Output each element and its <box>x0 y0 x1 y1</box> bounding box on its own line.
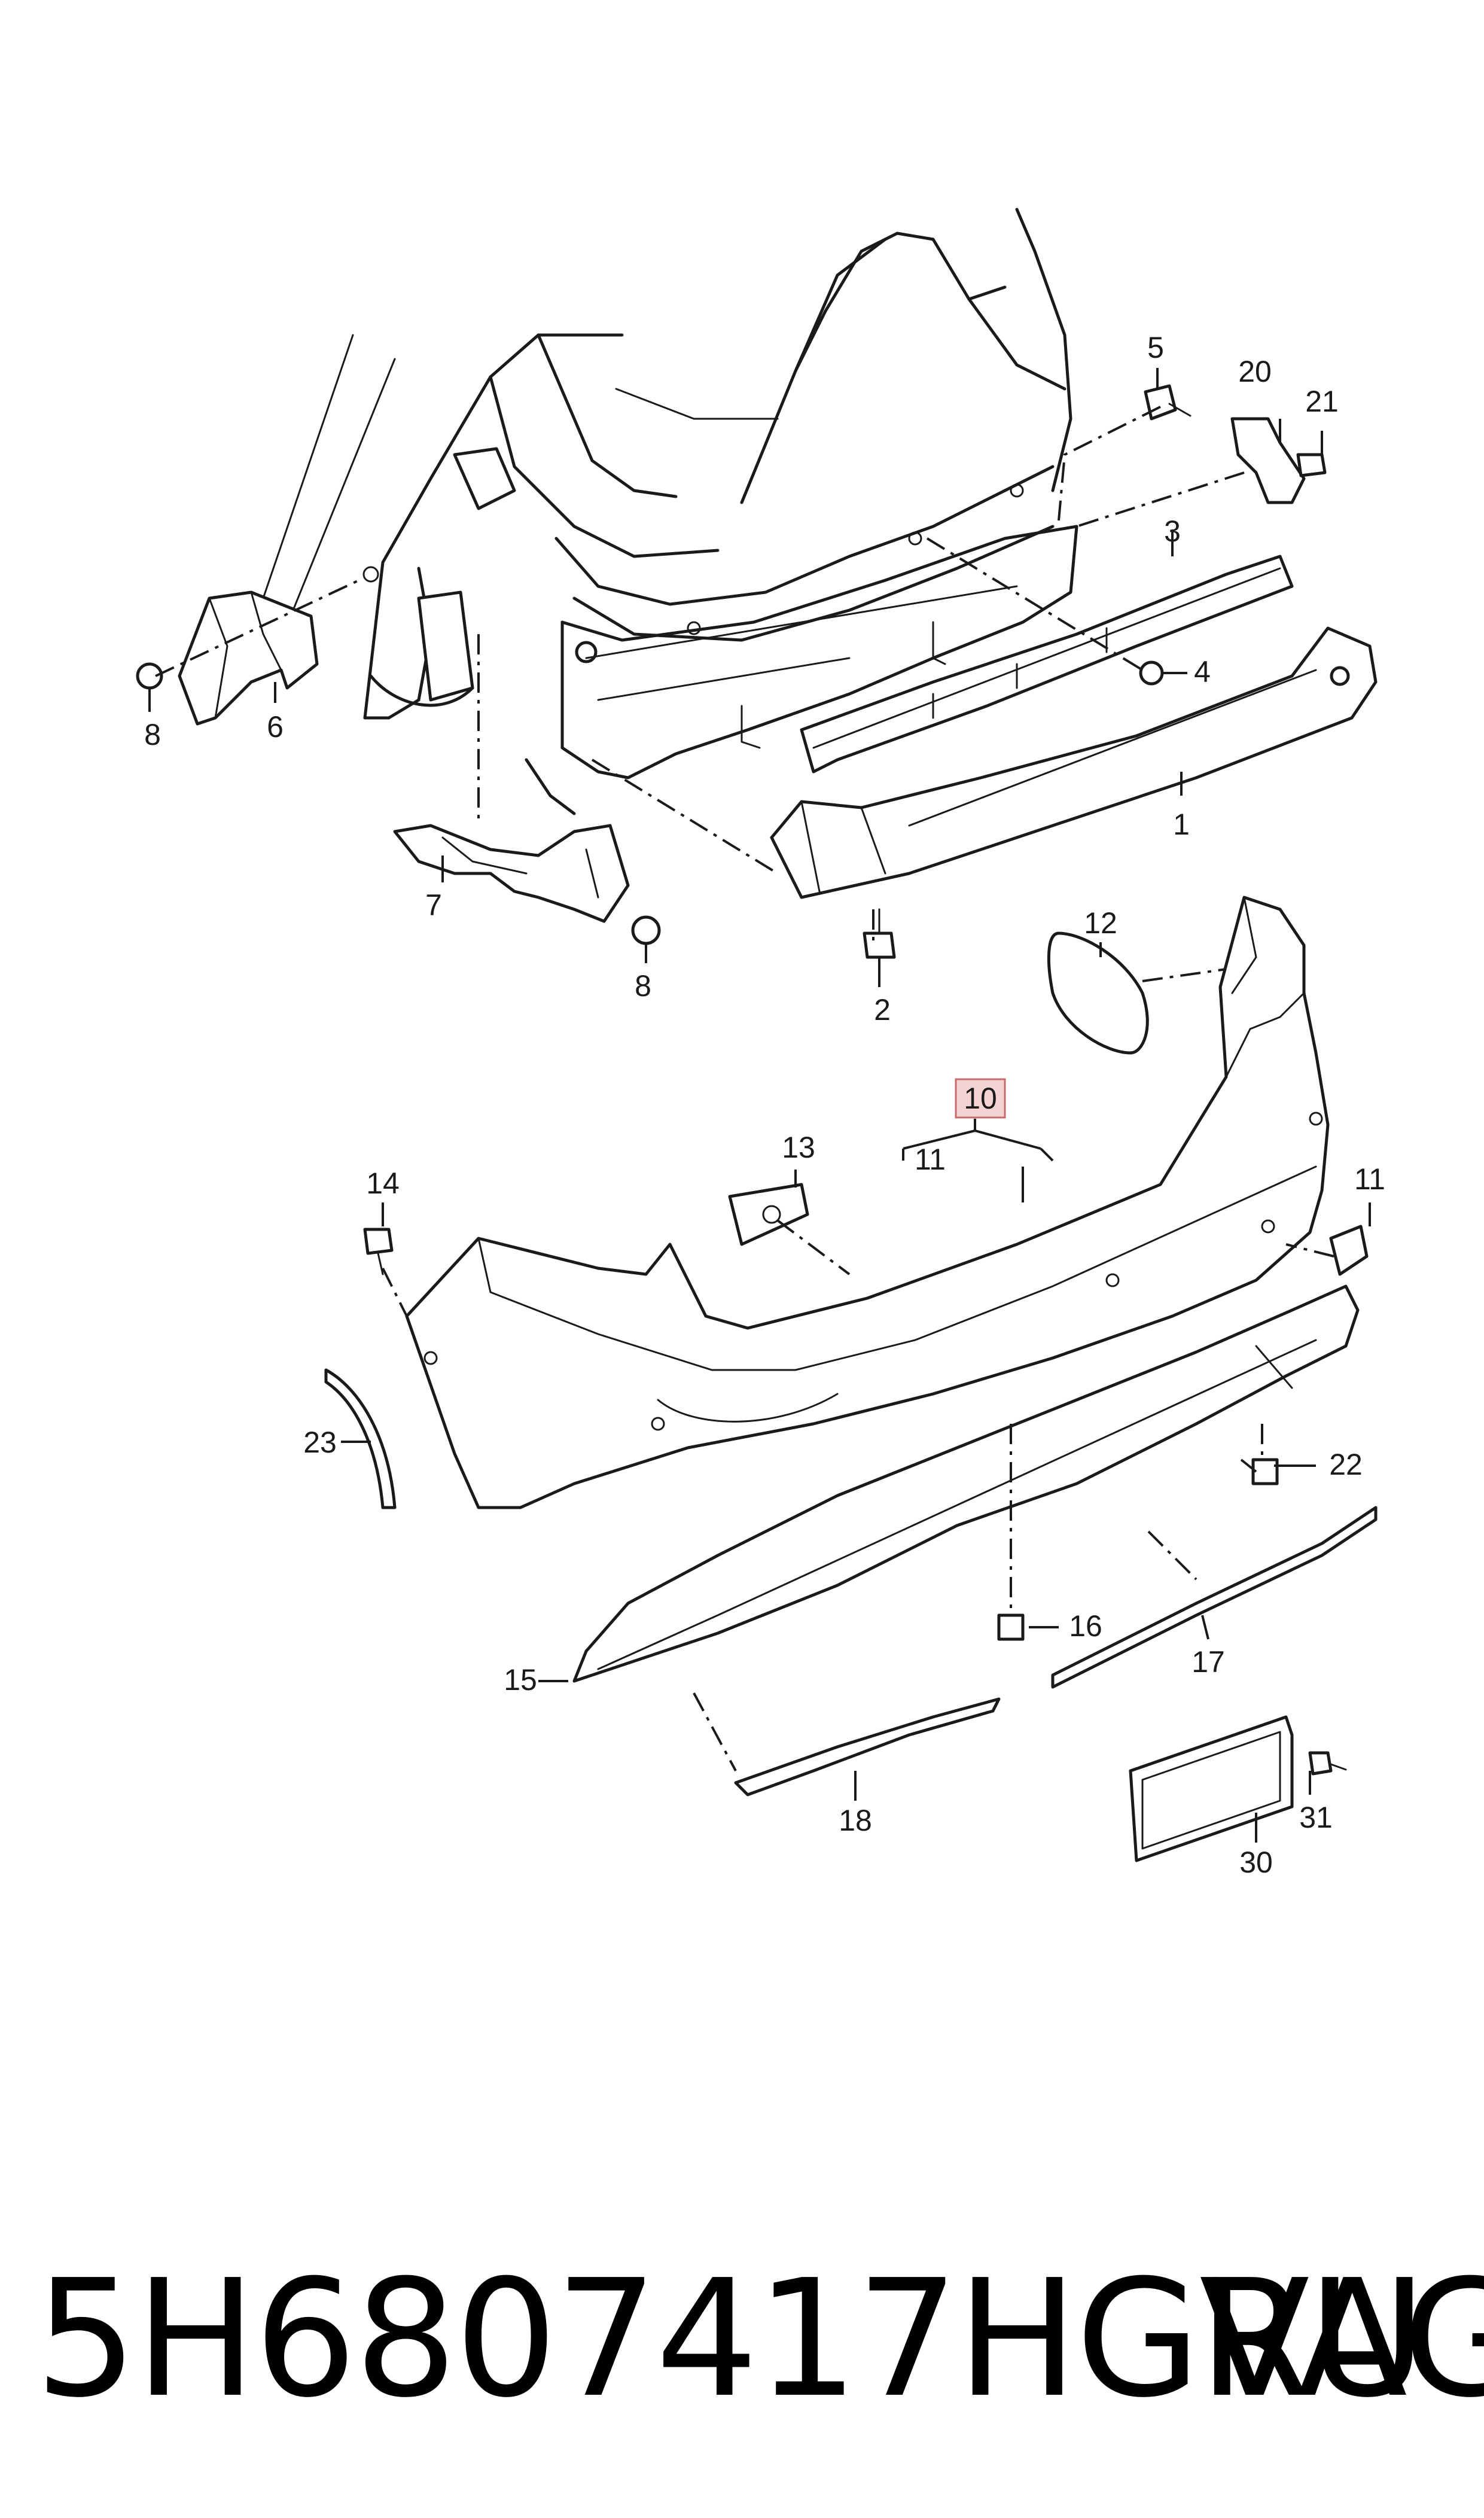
trim-strip-part-18 <box>734 1697 1001 1797</box>
callout-labels: 1 2 3 4 5 6 7 8 8 10 11 11 12 13 14 15 1… <box>144 331 1385 1879</box>
clip-part-22 <box>1251 1458 1279 1485</box>
bumper-cap-part-11 <box>1329 1225 1369 1276</box>
relation-lines <box>155 406 1334 1771</box>
callout-10-highlight <box>955 1078 1006 1119</box>
callout-13: 13 <box>782 1131 815 1164</box>
callout-11-right: 11 <box>1354 1162 1385 1196</box>
callout-7: 7 <box>425 888 442 922</box>
callout-17: 17 <box>1192 1645 1225 1679</box>
callout-2: 2 <box>874 993 891 1027</box>
retainer-part-20 <box>1230 417 1306 504</box>
bracket-part-13 <box>728 1183 809 1246</box>
callout-8-right: 8 <box>635 969 651 1003</box>
trim-strip-part-17 <box>1051 1506 1378 1689</box>
diffuser-part-15 <box>572 1284 1360 1683</box>
part-number-label: 5H6807417HGRU <box>35 2245 1427 2433</box>
callout-4: 4 <box>1194 655 1211 689</box>
callout-8-left: 8 <box>144 718 161 751</box>
license-plate-mount-part-30 <box>1129 1715 1294 1862</box>
callout-31: 31 <box>1299 1801 1333 1834</box>
fastener-nut-4 <box>1139 660 1164 686</box>
callout-21: 21 <box>1305 385 1339 418</box>
clip-part-16 <box>997 1613 1025 1641</box>
callout-10: 10 <box>964 1082 997 1115</box>
callout-30: 30 <box>1239 1846 1273 1879</box>
callout-16: 16 <box>1069 1609 1102 1643</box>
bracket-part-7 <box>393 824 630 923</box>
bumper-carrier-part-1 <box>770 626 1378 899</box>
callout-14: 14 <box>366 1167 400 1200</box>
fastener-bolt-5 <box>1144 384 1192 421</box>
callout-20: 20 <box>1238 355 1272 388</box>
leader-lines <box>148 368 1371 1843</box>
bracket-left-part-6 <box>178 590 319 726</box>
towing-eye-cover-part-12 <box>1047 931 1149 1055</box>
callout-3: 3 <box>1164 514 1181 548</box>
callout-1: 1 <box>1173 808 1190 841</box>
callout-6: 6 <box>267 710 284 744</box>
bumper-cover-part-11 <box>405 896 1330 1509</box>
trim-strip-part-23 <box>324 1368 397 1509</box>
callout-22: 22 <box>1329 1448 1363 1481</box>
fastener-part-31 <box>1308 1751 1347 1776</box>
brand-label: VAG <box>1199 2245 1484 2433</box>
callout-23: 23 <box>303 1426 337 1459</box>
callout-12: 12 <box>1084 906 1117 940</box>
callout-18: 18 <box>839 1804 872 1837</box>
callout-5: 5 <box>1147 331 1164 364</box>
fastener-nut-21 <box>1296 453 1327 477</box>
fastener-screw-14 <box>363 1228 394 1275</box>
fastener-bolt-2 <box>863 908 896 959</box>
vehicle-rear-body <box>262 208 1078 815</box>
callout-15: 15 <box>504 1663 537 1697</box>
energy-absorber-part-3 <box>800 555 1294 774</box>
callout-11-center: 11 <box>915 1143 946 1176</box>
fastener-nut-8-right <box>631 915 661 945</box>
